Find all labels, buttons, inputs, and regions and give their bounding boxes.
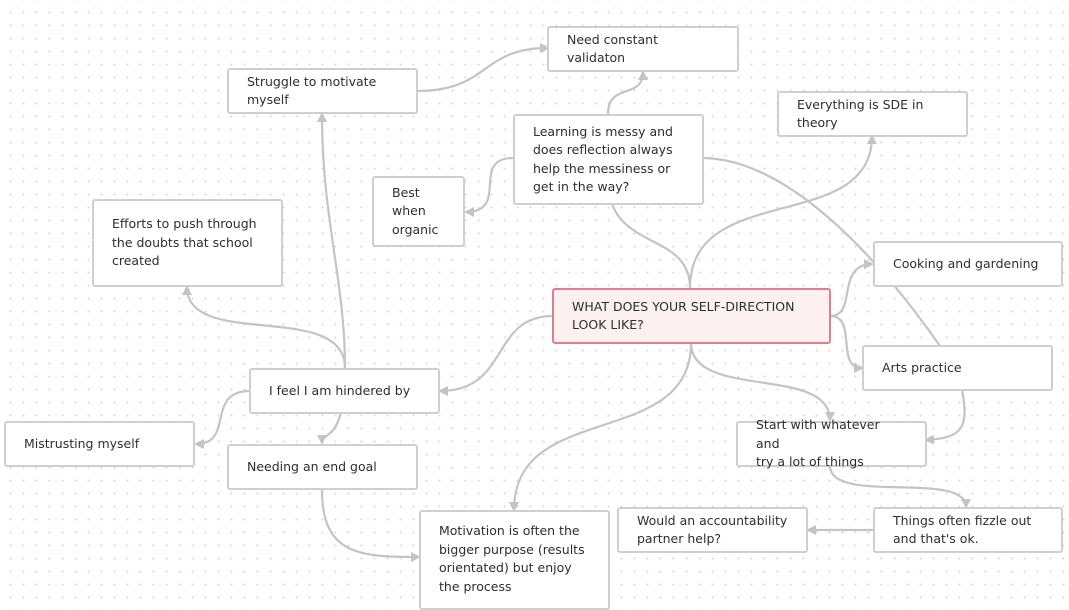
node-arts-practice[interactable]: Arts practice: [862, 345, 1053, 391]
node-start-whatever-text: Start with whatever and try a lot of thi…: [756, 417, 880, 470]
connector-central-hindered: [438, 314, 554, 396]
connector-central-start: [689, 342, 835, 422]
node-hindered-by-text: I feel I am hindered by: [269, 382, 411, 398]
connector-hindered-efforts: [182, 285, 347, 369]
node-motivation-purpose-text: Motivation is often the bigger purpose (…: [439, 523, 585, 594]
node-start-whatever[interactable]: Start with whatever and try a lot of thi…: [736, 417, 927, 469]
connector-endgoal-motivation: [320, 489, 421, 562]
node-fizzle-out[interactable]: Things often fizzle out and that's ok.: [873, 507, 1063, 553]
node-cooking-gardening[interactable]: Cooking and gardening: [873, 241, 1063, 287]
connector-start-fizzle: [828, 465, 971, 509]
node-end-goal-text: Needing an end goal: [247, 458, 377, 474]
node-efforts-push-text: Efforts to push through the doubts that …: [112, 216, 257, 269]
central-topic[interactable]: WHAT DOES YOUR SELF-DIRECTION LOOK LIKE?: [552, 288, 831, 344]
connector-hindered-struggle: [317, 112, 347, 369]
node-accountability[interactable]: Would an accountability partner help?: [617, 507, 808, 553]
node-best-organic[interactable]: Best when organic: [372, 176, 465, 247]
node-arts-practice-text: Arts practice: [882, 359, 962, 375]
node-struggle-motivate-text: Struggle to motivate myself: [247, 73, 377, 108]
node-best-organic-text: Best when organic: [392, 184, 439, 237]
connector-central-sde: [688, 134, 877, 289]
node-end-goal[interactable]: Needing an end goal: [227, 444, 418, 490]
connector-central-motivation: [509, 342, 693, 512]
node-everything-sde-text: Everything is SDE in theory: [797, 96, 924, 131]
connector-central-arts: [829, 314, 864, 373]
node-mistrusting-text: Mistrusting myself: [24, 435, 140, 451]
node-learning-messy[interactable]: Learning is messy and does reflection al…: [513, 114, 704, 205]
connector-learning-arts: [703, 156, 941, 347]
node-efforts-push[interactable]: Efforts to push through the doubts that …: [92, 199, 283, 287]
node-hindered-by[interactable]: I feel I am hindered by: [249, 368, 440, 414]
node-struggle-motivate[interactable]: Struggle to motivate myself: [227, 68, 418, 114]
central-topic-text: WHAT DOES YOUR SELF-DIRECTION LOOK LIKE?: [572, 298, 795, 333]
connector-arts-start: [924, 389, 966, 445]
node-need-validation[interactable]: Need constant validaton: [547, 26, 739, 72]
node-learning-messy-text: Learning is messy and does reflection al…: [533, 123, 673, 195]
connector-struggle-validation: [416, 43, 550, 93]
connector-hindered-mistrusting: [194, 389, 251, 449]
connector-central-cooking: [829, 259, 874, 318]
node-motivation-purpose[interactable]: Motivation is often the bigger purpose (…: [419, 510, 610, 610]
node-cooking-gardening-text: Cooking and gardening: [893, 255, 1039, 271]
connector-learning-organic: [464, 156, 514, 217]
node-need-validation-text: Need constant validaton: [567, 31, 658, 66]
node-fizzle-out-text: Things often fizzle out and that's ok.: [893, 512, 1032, 547]
connector-learning-validation: [606, 70, 648, 115]
node-mistrusting[interactable]: Mistrusting myself: [4, 421, 195, 467]
node-everything-sde[interactable]: Everything is SDE in theory: [777, 91, 968, 137]
node-accountability-text: Would an accountability partner help?: [637, 512, 788, 547]
